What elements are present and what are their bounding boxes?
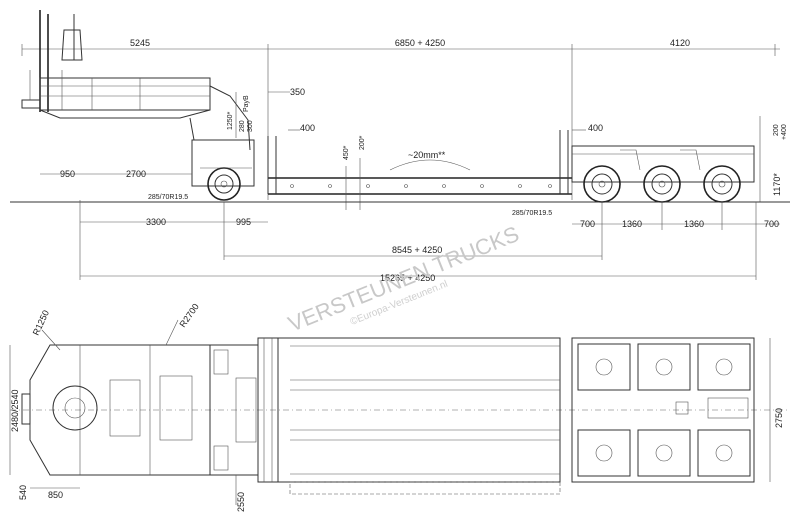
watermark-text: VERSTEUNEN TRUCKS bbox=[285, 221, 523, 337]
dim-overall-length: 15265 + 4250 bbox=[380, 273, 435, 283]
dim-fifth-wheel-label: PayB bbox=[243, 95, 250, 112]
dim-width-rear: 2750 bbox=[774, 408, 784, 428]
dim-front-length: 5245 bbox=[130, 38, 150, 48]
dim-deck-start-left: 400 bbox=[300, 123, 315, 133]
dim-mid-span: 8545 + 4250 bbox=[392, 245, 442, 255]
dim-995: 995 bbox=[236, 217, 251, 227]
dim-rear-length: 4120 bbox=[670, 38, 690, 48]
dim-gooseneck-height: 1250* bbox=[227, 111, 234, 130]
dim-front-overhang: 950 bbox=[60, 169, 75, 179]
dim-deflection: ~20mm** bbox=[408, 150, 446, 160]
dim-2550: 2550 bbox=[236, 492, 246, 512]
front-axle bbox=[191, 139, 255, 201]
dim-fifth-wheel-a: 280 bbox=[239, 120, 246, 132]
low-deck bbox=[267, 130, 572, 195]
dim-850: 850 bbox=[48, 490, 63, 500]
gooseneck bbox=[21, 10, 251, 151]
dim-deck-depth-left: 450* bbox=[343, 145, 350, 160]
dim-1360-a: 1360 bbox=[622, 219, 642, 229]
top-rear-bogie bbox=[571, 337, 755, 483]
dim-axle-front: 2700 bbox=[126, 169, 146, 179]
dim-fifth-wheel-b: 300 bbox=[247, 120, 254, 132]
dim-540: 540 bbox=[18, 485, 28, 500]
dim-deck-start-right: 400 bbox=[588, 123, 603, 133]
side-view: 5245 6850 + 4250 4120 350 1250* 280 300 bbox=[10, 10, 790, 283]
dim-kingpin-offset: 350 bbox=[290, 87, 305, 97]
dim-width: 2480/2540 bbox=[10, 389, 20, 432]
dim-total-height: 1170* bbox=[772, 173, 782, 196]
dim-swing-radius: R2700 bbox=[177, 302, 200, 329]
top-view: R1250 R2700 2480/2540 2750 540 850 2550 bbox=[9, 302, 790, 512]
dim-deck-depth-right: 200* bbox=[359, 135, 366, 150]
top-deck bbox=[257, 337, 561, 495]
watermark: VERSTEUNEN TRUCKS ©Europa-Versteunen.nl bbox=[285, 221, 523, 337]
dim-700-a: 700 bbox=[580, 219, 595, 229]
rear-bogie bbox=[571, 145, 755, 203]
tyre-size-rear: 285/70R19.5 bbox=[512, 210, 552, 217]
dim-3300: 3300 bbox=[146, 217, 166, 227]
tyre-size-front: 285/70R19.5 bbox=[148, 194, 188, 201]
dim-middle-length: 6850 + 4250 bbox=[395, 38, 445, 48]
dim-rear-height-a: 200 bbox=[773, 124, 780, 136]
dim-1360-b: 1360 bbox=[684, 219, 704, 229]
dim-rear-height-b: +400 bbox=[781, 124, 788, 140]
dim-700-b: 700 bbox=[764, 219, 779, 229]
dim-radius: R1250 bbox=[31, 309, 51, 337]
